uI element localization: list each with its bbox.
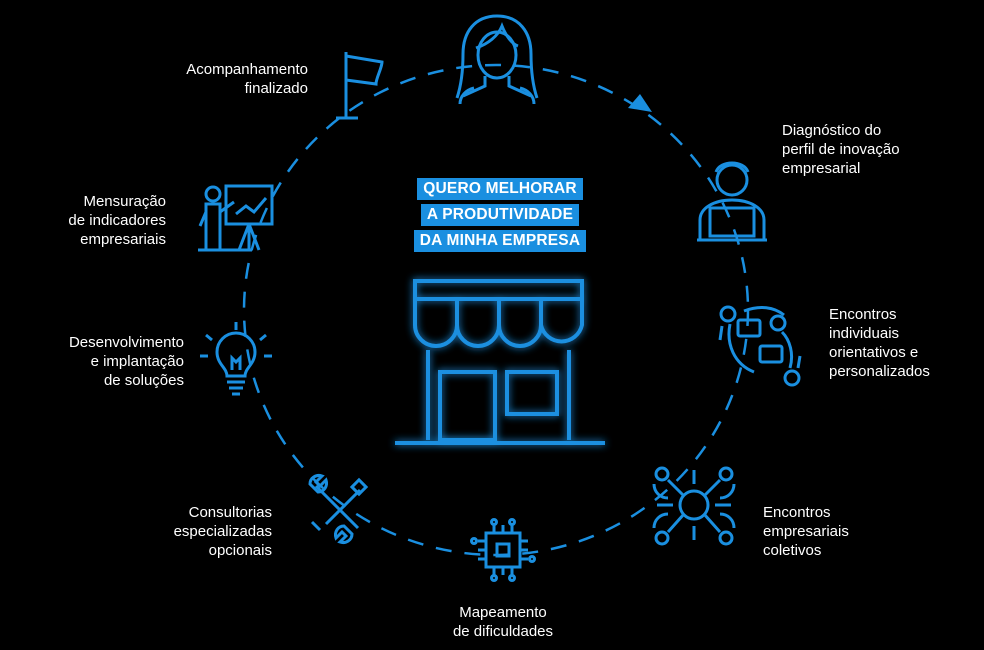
direction-arrow-icon [628,94,652,112]
step-label-diagnostico: Diagnóstico do perfil de inovação empres… [782,122,900,177]
lightbulb-icon [200,322,272,396]
headline-line-1: QUERO MELHORAR [400,178,600,200]
network-people-icon [652,466,736,546]
tools-icon [308,474,369,544]
chip-icon [470,518,536,582]
step-label-consultorias: Consultorias especializadas opcionais [173,504,272,559]
person-laptop-icon [697,161,767,242]
presentation-chart-icon [198,184,274,252]
conversation-icon [718,305,802,387]
step-label-encontros-coletivos: Encontros empresariais coletivos [763,504,849,559]
step-label-mapeamento: Mapeamento de dificuldades [452,604,554,640]
step-label-acompanhamento: Acompanhamento finalizado [186,61,308,97]
woman-icon [455,14,539,105]
headline-line-2: A PRODUTIVIDADE [400,204,600,226]
step-label-mensuracao: Mensuração de indicadores empresariais [68,193,166,248]
cycle-ring [242,63,750,557]
store-icon [395,279,605,445]
step-label-desenvolvimento: Desenvolvimento e implantação de soluçõe… [68,334,184,389]
flag-icon [336,52,384,120]
headline-line-3: DA MINHA EMPRESA [400,230,600,252]
step-label-encontros-individuais: Encontros individuais orientativos e per… [829,306,930,380]
